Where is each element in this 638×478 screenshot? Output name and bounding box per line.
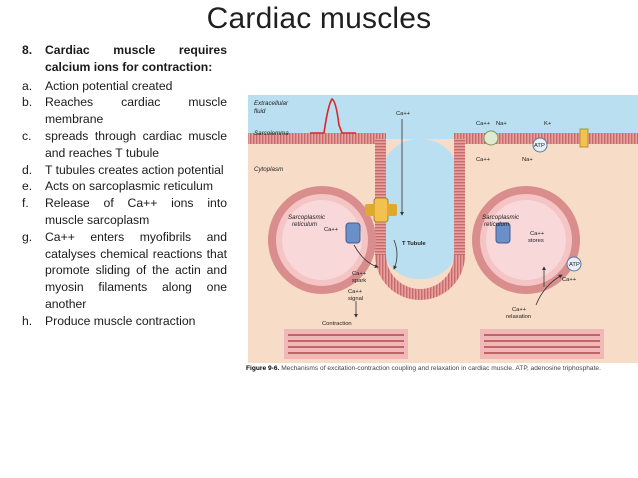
list-item: c. spreads through cardiac muscle and rea…: [22, 128, 227, 162]
label-ca-pump: Ca++: [476, 121, 491, 127]
label-sr-right-2: reticulum: [484, 221, 509, 228]
label-ca-stores-1: Ca++: [530, 231, 545, 237]
figure-caption: Figure 9-6. Mechanisms of excitation-con…: [246, 365, 638, 372]
label-na-pump: Na+: [496, 121, 507, 127]
myofibril-contraction: [284, 329, 408, 359]
list-heading: 8. Cardiac muscle requires calcium ions …: [22, 42, 227, 76]
list-item: a. Action potential created: [22, 78, 227, 95]
label-cytoplasm: Cytoplasm: [254, 166, 283, 173]
label-atp-top: ATP: [534, 143, 545, 149]
item-letter: c.: [22, 128, 32, 143]
l-type-channel-icon: [373, 197, 389, 223]
k-channel-icon: [579, 128, 589, 148]
label-ca-top: Ca++: [396, 111, 411, 117]
item-text: Ca++ enters myofibrils and catalyses che…: [45, 229, 227, 311]
list-item: e. Acts on sarcoplasmic reticulum: [22, 178, 227, 195]
label-sr-left-1: Sarcoplasmic: [288, 214, 326, 221]
atp-pump-icon: [532, 137, 548, 153]
serca-pump-icon: [566, 256, 582, 272]
list-item: g. Ca++ enters myofibrils and catalyses c…: [22, 229, 227, 313]
item-letter: d.: [22, 162, 33, 177]
channel-part-icon: [365, 204, 375, 216]
item-text: spreads through cardiac muscle and reach…: [45, 128, 227, 160]
sarcolemma-membrane: [248, 133, 386, 144]
item-letter: e.: [22, 179, 33, 194]
ca-release-arrow: [353, 244, 379, 269]
label-sr-left-2: reticulum: [292, 221, 317, 228]
slide-title: Cardiac muscles: [206, 2, 432, 35]
label-extracellular: Extracellular: [254, 100, 289, 107]
heading-number: 8.: [22, 43, 33, 57]
label-ca-signal-2: signal: [348, 296, 363, 302]
label-sarcolemma: Sarcolemma: [254, 130, 289, 137]
item-letter: a.: [22, 78, 33, 93]
label-ca-spark-2: spark: [352, 278, 366, 284]
myofibril-relaxation: [480, 329, 604, 359]
label-fluid: fluid: [254, 108, 266, 115]
item-letter: h.: [22, 313, 33, 328]
label-sr-right-1: Sarcoplasmic: [482, 214, 520, 221]
item-text: Action potential created: [45, 78, 173, 93]
item-letter: b.: [22, 95, 33, 110]
label-ca-spark-1: Ca++: [352, 271, 367, 277]
relax-arrow: [535, 274, 563, 306]
ryanodine-receptor-icon: [495, 222, 511, 244]
label-ca-signal-1: Ca++: [348, 289, 363, 295]
label-atp-right: ATP: [569, 262, 580, 268]
item-text: T tubules creates action potential: [45, 162, 224, 177]
t-tubule-lumen: [382, 139, 458, 279]
label-k: K+: [544, 121, 552, 127]
label-contraction: Contraction: [322, 321, 352, 327]
list-item: b. Reaches cardiac muscle membrane: [22, 94, 227, 128]
label-ca-sr-left: Ca++: [324, 227, 339, 233]
ryanodine-receptor-icon: [345, 222, 361, 244]
item-text: Release of Ca++ ions into muscle sarcopl…: [45, 196, 227, 227]
ca-spark-arrow: [393, 239, 398, 270]
list-item: h. Produce muscle contraction: [22, 313, 227, 330]
label-ca-relax-1: Ca++: [512, 307, 527, 313]
item-letter: g.: [22, 229, 33, 244]
sr-left-inner: [282, 200, 362, 280]
text-column: 8. Cardiac muscle requires calcium ions …: [22, 42, 227, 330]
heading-text: Cardiac muscle requires calcium ions for…: [45, 43, 227, 74]
caption-text: Mechanisms of excitation-contraction cou…: [281, 365, 601, 372]
item-text: Acts on sarcoplasmic reticulum: [45, 179, 213, 194]
sr-right-inner: [486, 200, 566, 280]
na-ca-exchanger-icon: [483, 130, 499, 146]
t-tubule-wall: [454, 139, 465, 259]
label-na-bottom: Na+: [522, 157, 533, 163]
t-tubule-bottom: [375, 255, 465, 300]
label-ca-relax-2: relaxation: [506, 314, 531, 320]
sarcolemma-membrane: [454, 133, 638, 144]
item-text: Produce muscle contraction: [45, 313, 196, 328]
channel-part-icon: [387, 204, 397, 216]
item-text: Reaches cardiac muscle membrane: [45, 95, 227, 127]
list-item: d. T tubules creates action potential: [22, 162, 227, 179]
label-ca-under-atp: Ca++: [562, 277, 577, 283]
action-potential-trace: [310, 97, 356, 134]
excitation-contraction-figure: Extracellular fluid Sarcolemma Cytoplasm…: [248, 95, 638, 363]
caption-figure-number: Figure 9-6.: [246, 365, 280, 372]
extracellular-region: [248, 95, 638, 139]
label-ca-bottom-left: Ca++: [476, 157, 491, 163]
item-letter: f.: [22, 196, 29, 211]
label-ca-stores-2: stores: [528, 238, 544, 244]
list-item: f. Release of Ca++ ions into muscle sarco…: [22, 195, 227, 229]
label-t-tubule: T Tubule: [402, 241, 426, 247]
